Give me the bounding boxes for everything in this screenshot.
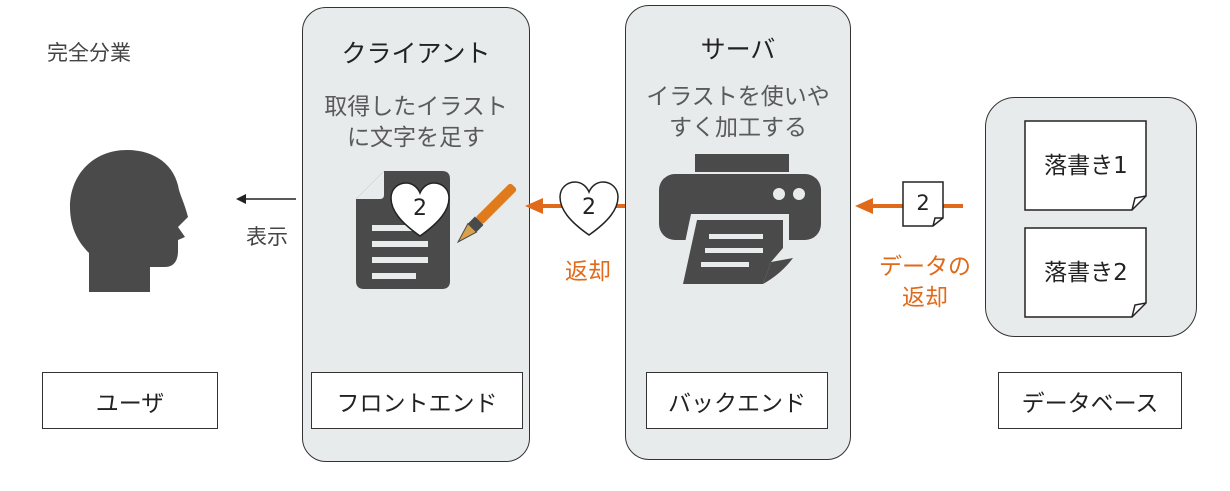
doc-1-shape	[1024, 120, 1147, 211]
frontend-label: フロントエンド	[311, 372, 523, 429]
client-description: 取得したイラスト に文字を足す	[324, 94, 508, 151]
data-doc-icon	[902, 181, 944, 227]
client-heart-number: 2	[413, 196, 427, 221]
doc-2-shape	[1024, 227, 1147, 318]
heart-icon	[390, 182, 450, 237]
server-description: イラストを使いや すく加工する	[646, 84, 830, 141]
display-label: 表示	[246, 225, 288, 249]
return-heart-number: 2	[582, 195, 596, 220]
diagram-title: 完全分業	[47, 41, 131, 65]
backend-label: バックエンド	[646, 372, 828, 429]
data-return-label: データの 返却	[879, 254, 971, 311]
return-label: 返却	[565, 259, 611, 285]
display-arrow	[236, 194, 296, 204]
user-label: ユーザ	[42, 372, 218, 429]
document-pen-icon	[356, 171, 517, 289]
data-doc-number: 2	[916, 191, 930, 215]
return-heart-icon	[559, 181, 619, 236]
client-title: クライアント	[341, 39, 491, 68]
head-silhouette-icon	[70, 150, 188, 292]
doc-2-label: 落書き2	[1044, 260, 1128, 286]
database-label: データベース	[998, 372, 1182, 429]
doc-1-label: 落書き1	[1044, 153, 1128, 179]
server-title: サーバ	[700, 35, 776, 64]
printer-icon	[659, 154, 821, 290]
